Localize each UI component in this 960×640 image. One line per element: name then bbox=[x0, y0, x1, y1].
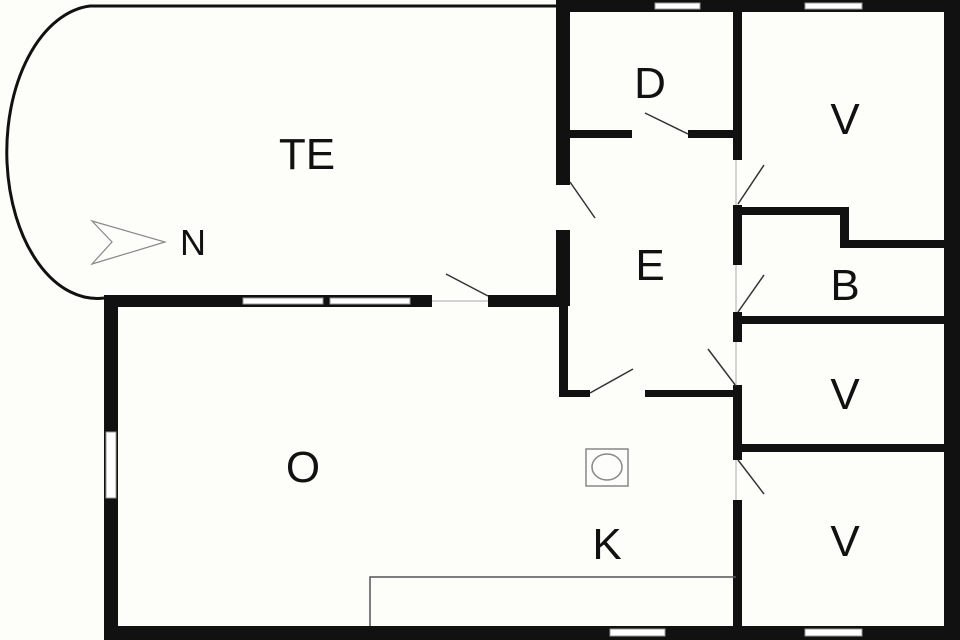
kitchen-counter bbox=[369, 576, 736, 626]
room-label-e: E bbox=[635, 241, 665, 290]
room-label-v1: V bbox=[830, 95, 860, 144]
compass-label: N bbox=[180, 222, 206, 263]
terrace-outline bbox=[5, 4, 556, 300]
stove-icon bbox=[585, 448, 629, 487]
room-label-v2: V bbox=[830, 370, 860, 419]
windows bbox=[105, 2, 863, 637]
doors bbox=[432, 112, 765, 500]
room-label-d: D bbox=[634, 59, 666, 108]
room-label-b: B bbox=[830, 261, 860, 310]
room-label-o: O bbox=[285, 443, 321, 492]
room-label-te: TE bbox=[278, 130, 336, 179]
north-arrow-icon bbox=[90, 219, 168, 266]
room-label-v3: V bbox=[830, 517, 860, 566]
room-label-k: K bbox=[592, 520, 622, 569]
